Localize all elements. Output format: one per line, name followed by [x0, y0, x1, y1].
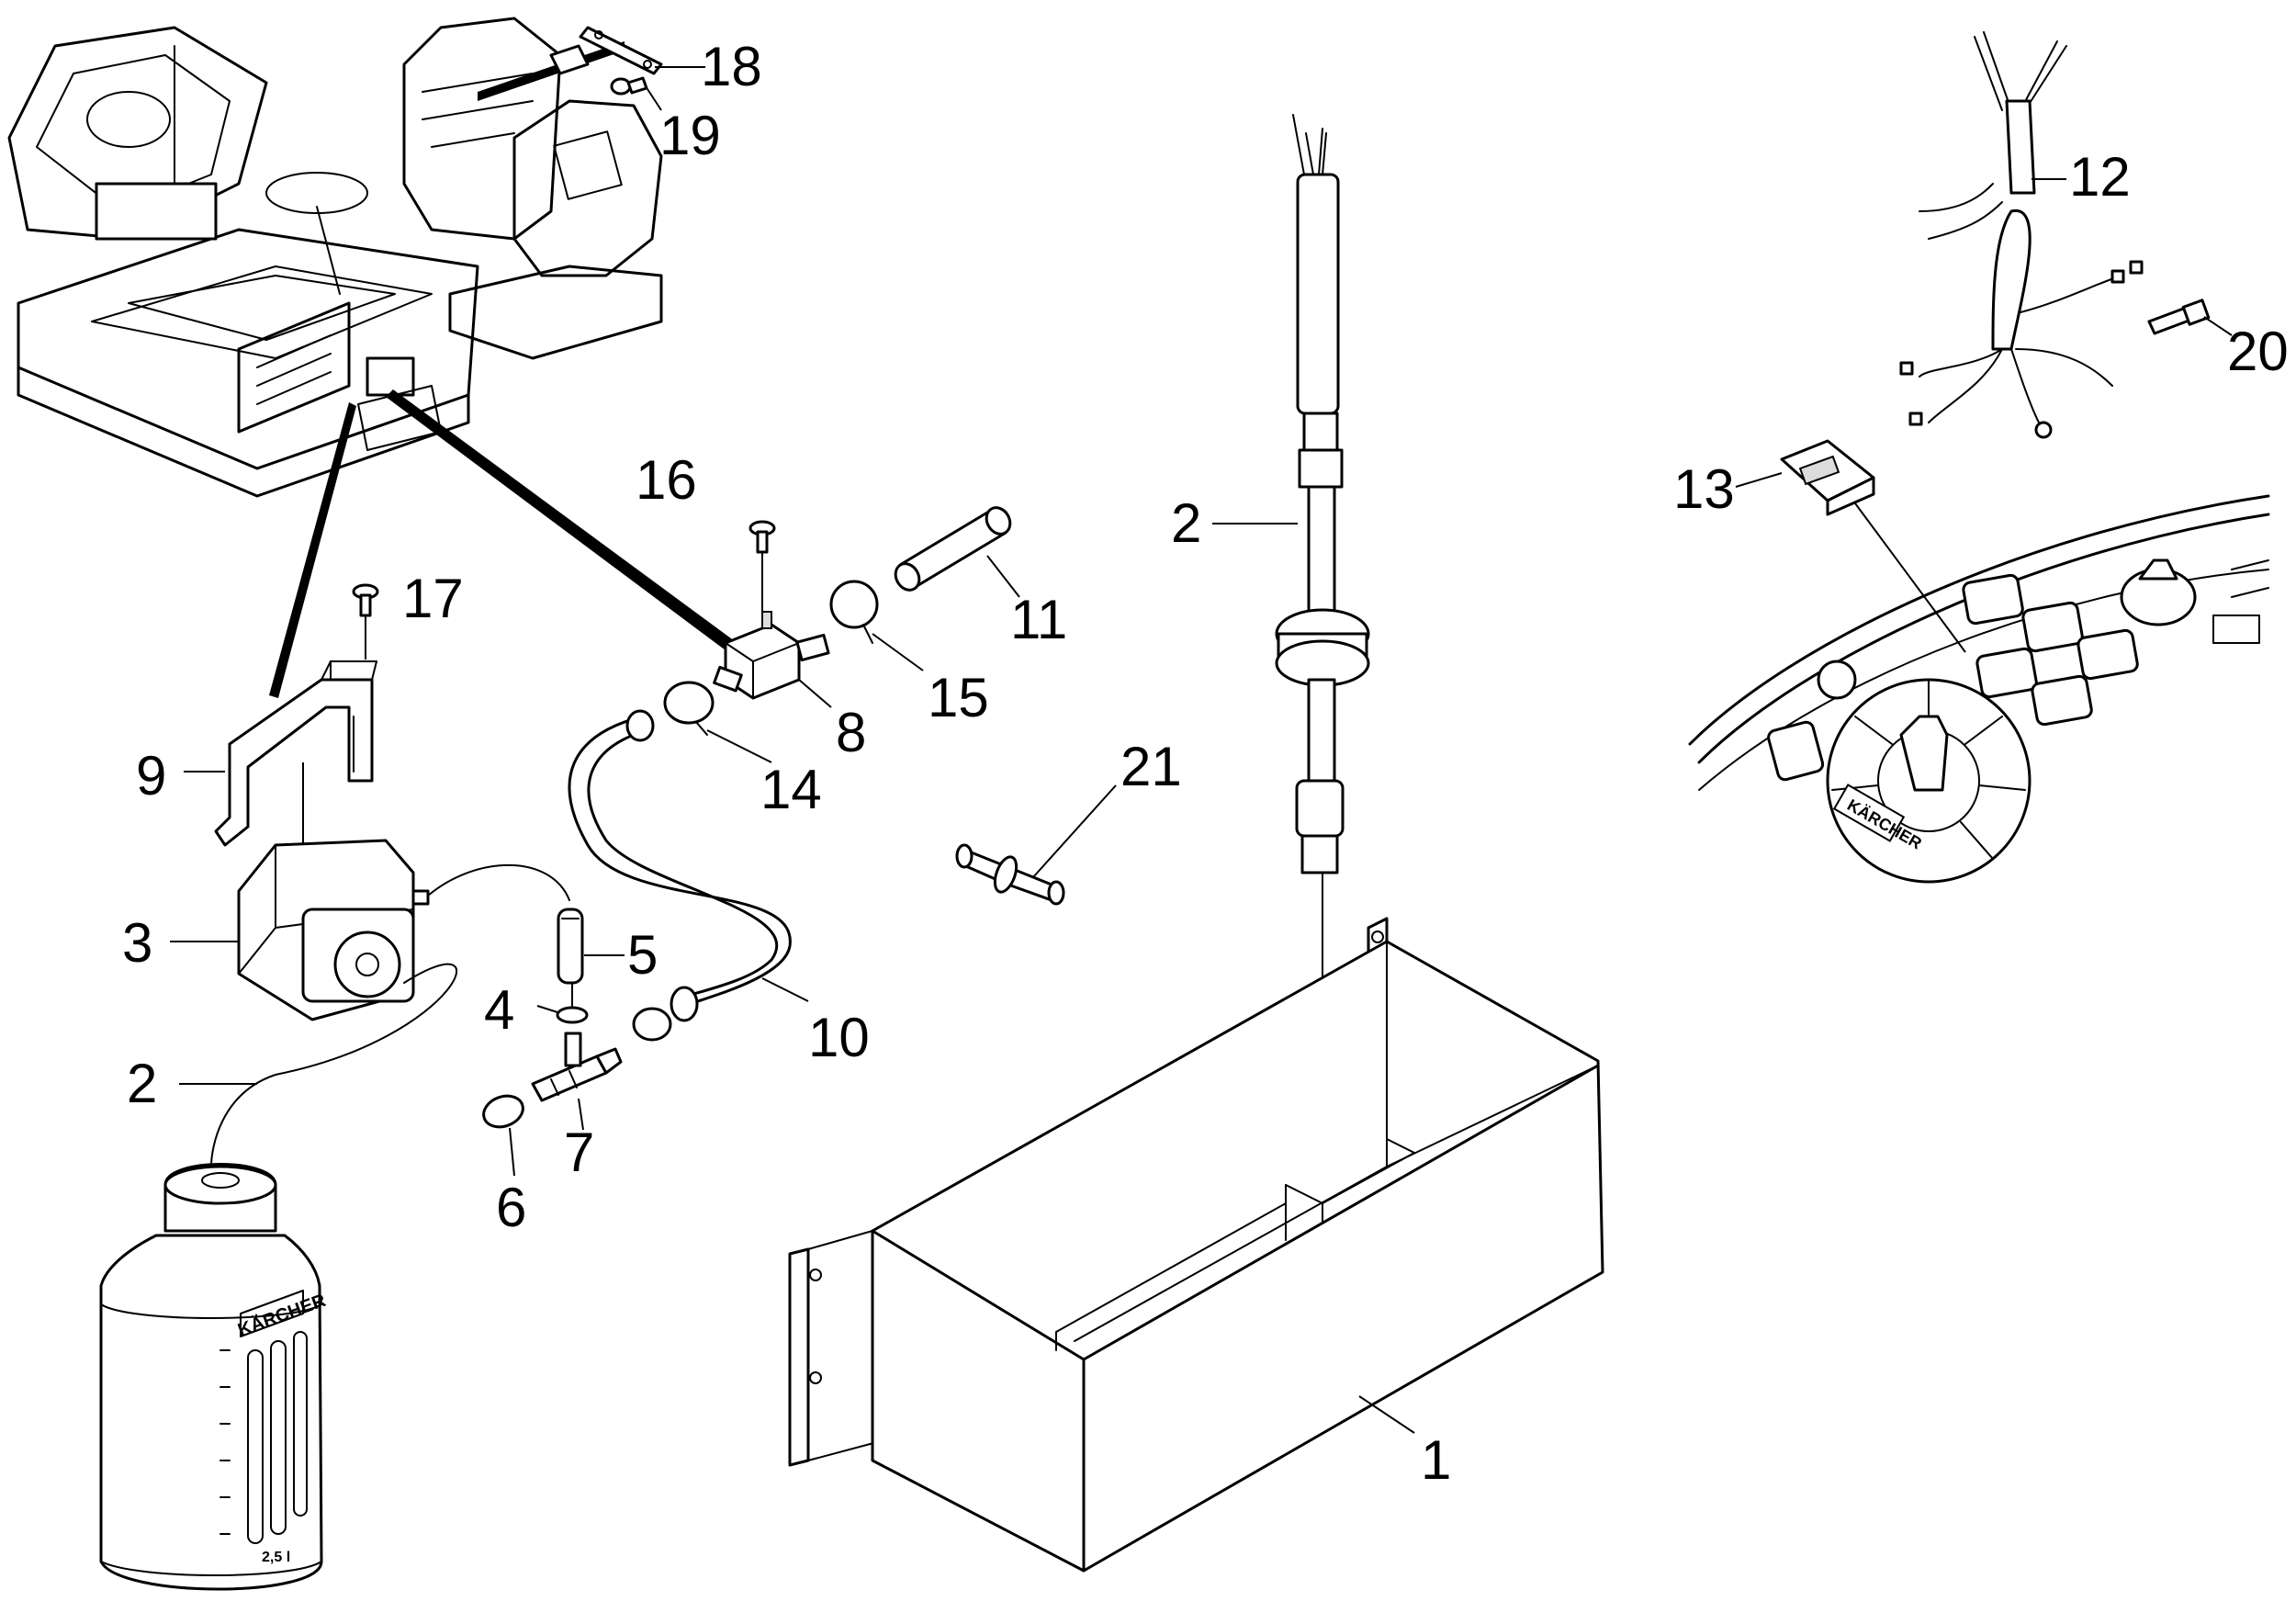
callout-3: 3: [122, 912, 152, 974]
callout-10: 10: [808, 1007, 870, 1068]
leader-wedge-bracket: [269, 402, 356, 698]
screw-17: [352, 583, 379, 660]
leader-wedge-bolts: [478, 41, 625, 101]
callout-8: 8: [836, 702, 866, 763]
callout-14: 14: [760, 759, 822, 820]
screw-16: [748, 520, 776, 611]
callout-17: 17: [402, 568, 464, 629]
clamp-14b: [632, 1007, 672, 1042]
bolt-19: [549, 44, 648, 96]
callout-7: 7: [564, 1122, 594, 1183]
canister-2: [99, 1163, 323, 1591]
callout-9: 9: [136, 745, 166, 806]
leader-13: [1854, 502, 1966, 653]
callout-19: 19: [659, 105, 721, 166]
bottle-volume: 2,5 l: [262, 1550, 290, 1565]
callout-13: 13: [1673, 458, 1735, 520]
callout-21: 21: [1120, 736, 1182, 797]
connector-21: [955, 843, 1065, 906]
tube-5: [557, 908, 584, 985]
callout-20: 20: [2227, 321, 2289, 382]
callout-18: 18: [701, 36, 762, 97]
callout-1: 1: [1421, 1429, 1451, 1491]
flow-sensor-8: [713, 611, 830, 700]
hose-10: [568, 709, 792, 1022]
callout-5: 5: [627, 924, 658, 986]
bolt-plate-18: [579, 26, 663, 75]
tube: [210, 963, 458, 1167]
machine-overview-illustration: [7, 17, 663, 498]
switch-13: [1780, 439, 1875, 516]
tube-11: [894, 506, 1012, 592]
control-panel-detail: [1688, 494, 2270, 884]
clamp-15: [829, 580, 879, 644]
tube: [427, 863, 570, 901]
leader-wedge-flowmeter: [386, 389, 735, 650]
clamp-14: [663, 681, 715, 736]
bracket-9: [214, 660, 377, 847]
t-connector-7: [531, 1032, 623, 1102]
leader-lines: [170, 66, 2233, 1434]
callout-2-canister: 2: [127, 1053, 157, 1114]
callout-6: 6: [496, 1177, 526, 1238]
container-box-1: [788, 917, 1604, 1573]
connector-20: [2147, 299, 2211, 335]
callout-12: 12: [2069, 146, 2131, 208]
callout-2-sensor: 2: [1171, 492, 1201, 554]
callout-4: 4: [484, 979, 514, 1041]
callout-16: 16: [636, 449, 697, 511]
callout-11: 11: [1010, 589, 1067, 650]
level-sensor-2: [1275, 114, 1370, 1213]
callout-15: 15: [928, 667, 989, 728]
clamp-6: [482, 1094, 524, 1177]
callout-labels: 1 2 2 3 4 5 6 7 8 9 10 11 12 13 14 15 16…: [122, 36, 2289, 1491]
cable-harness-12: [1899, 31, 2144, 439]
pump-3: [237, 762, 430, 1021]
clamp-4: [556, 982, 589, 1024]
